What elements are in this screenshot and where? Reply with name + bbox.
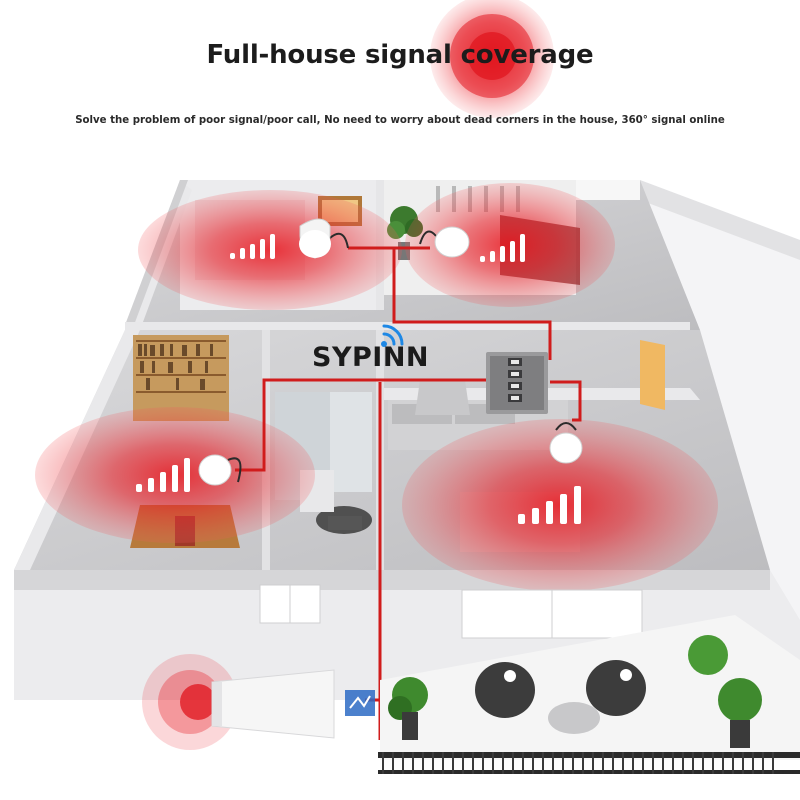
terrace-fence <box>378 752 800 774</box>
ceiling-antenna-icon <box>198 454 242 486</box>
signal-bars-icon <box>230 234 275 259</box>
page-title: Full-house signal coverage <box>206 40 594 70</box>
terrace-chair <box>586 660 646 716</box>
front-window <box>461 589 643 639</box>
bookshelf <box>133 335 229 421</box>
terrace-chair <box>475 662 535 718</box>
signal-bars-icon <box>136 458 190 492</box>
ceiling-antenna-icon <box>419 226 470 258</box>
front-window <box>259 584 321 624</box>
ceiling-antenna-icon <box>299 218 349 259</box>
page-subtitle: Solve the problem of poor signal/poor ca… <box>75 115 725 126</box>
title-signal-glow <box>430 0 554 118</box>
plant-icon <box>688 635 762 748</box>
brand-logo-text: SYPINN <box>312 342 430 373</box>
outdoor-antenna-icon <box>211 669 335 739</box>
signal-booster-device <box>486 352 548 414</box>
signal-bars-icon <box>480 234 525 262</box>
ceiling-antenna-icon <box>549 422 583 464</box>
signal-bars-icon <box>518 486 581 524</box>
plant-icon <box>388 677 428 740</box>
wifi-waves-icon <box>381 324 404 347</box>
